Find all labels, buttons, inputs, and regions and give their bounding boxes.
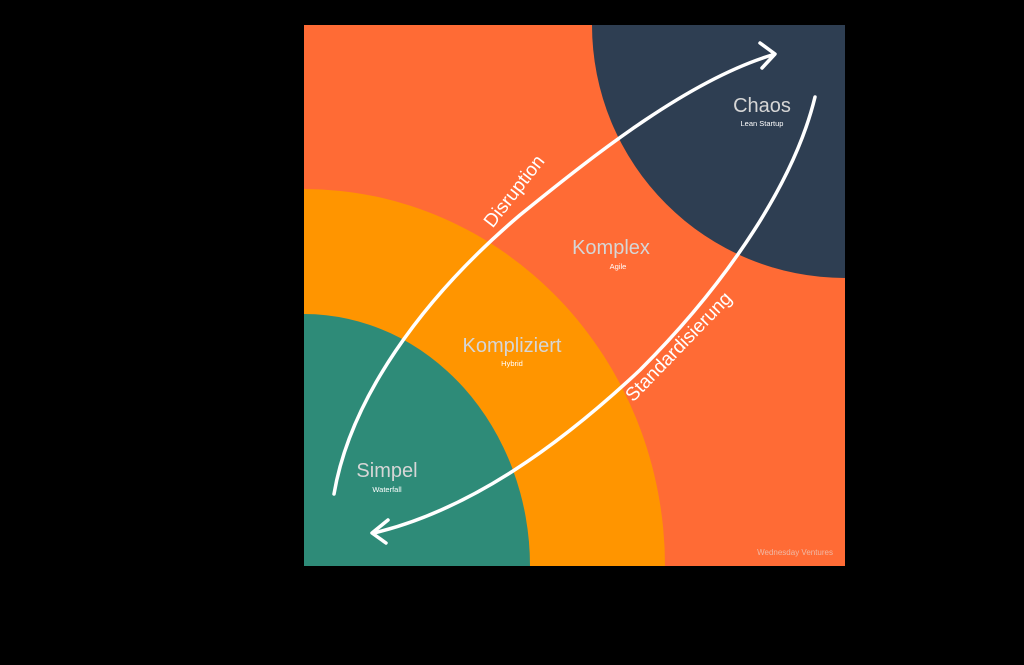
chaos-zone-area <box>592 25 845 278</box>
complicated-title: Kompliziert <box>463 335 562 357</box>
chaos-subtitle: Lean Startup <box>741 119 784 128</box>
simple-subtitle: Waterfall <box>372 485 402 494</box>
complicated-subtitle: Hybrid <box>501 359 523 368</box>
complex-subtitle: Agile <box>610 262 627 271</box>
disruption-arrow-icon <box>332 41 777 496</box>
simple-zone-area <box>304 314 530 566</box>
standardization-arrow-icon <box>370 95 817 545</box>
chaos-title: Chaos <box>733 95 791 117</box>
credit-label: Wednesday Ventures <box>757 548 833 557</box>
simple-title: Simpel <box>356 460 417 482</box>
complex-title: Komplex <box>572 237 650 259</box>
